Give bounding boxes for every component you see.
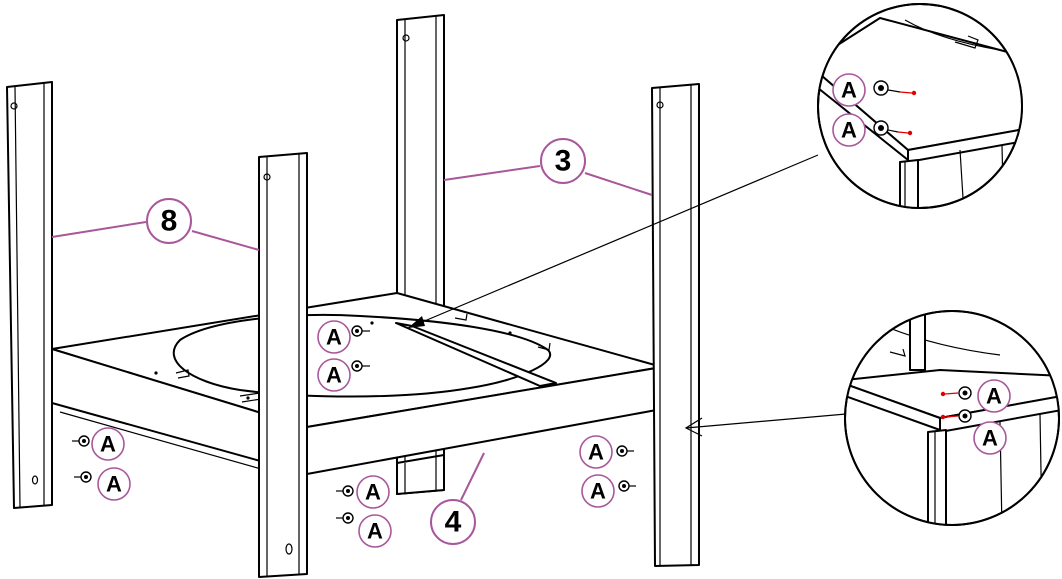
svg-text:A: A <box>590 479 606 504</box>
detail-zoom-top: A A <box>817 3 1023 209</box>
svg-text:A: A <box>982 426 998 451</box>
hardware-a-center-1: A <box>317 320 370 354</box>
svg-text:8: 8 <box>161 205 178 238</box>
svg-text:A: A <box>588 440 604 465</box>
svg-text:A: A <box>100 432 116 457</box>
leg-left <box>6 81 53 509</box>
callout-part-8: 8 <box>51 198 260 251</box>
leg-front-left <box>258 152 308 578</box>
svg-text:A: A <box>326 363 342 388</box>
svg-text:A: A <box>841 78 857 103</box>
callout-part-4: 4 <box>430 452 485 545</box>
detail-zoom-bottom: A A <box>844 310 1060 526</box>
hardware-a-left-2: A <box>74 467 131 501</box>
svg-text:3: 3 <box>555 145 572 178</box>
svg-text:A: A <box>106 472 122 497</box>
svg-text:A: A <box>365 480 381 505</box>
hardware-a-left-1: A <box>72 427 125 461</box>
hardware-a-right-1: A <box>579 435 634 469</box>
hardware-a-right-2: A <box>581 474 636 508</box>
svg-text:A: A <box>986 384 1002 409</box>
hardware-a-center-2: A <box>317 358 370 392</box>
leg-back-lower <box>396 454 445 495</box>
svg-text:A: A <box>367 519 383 544</box>
detail-pointer-bottom <box>684 413 847 437</box>
callout-part-3: 3 <box>443 138 653 196</box>
svg-text:A: A <box>841 118 857 143</box>
detail-pointer-top <box>407 154 819 329</box>
svg-text:A: A <box>326 325 342 350</box>
svg-text:4: 4 <box>445 506 462 539</box>
hardware-a-bottom-2: A <box>336 512 392 548</box>
frame-top <box>51 292 663 428</box>
hardware-a-bottom-1: A <box>336 475 390 509</box>
leg-front-right <box>651 83 700 567</box>
